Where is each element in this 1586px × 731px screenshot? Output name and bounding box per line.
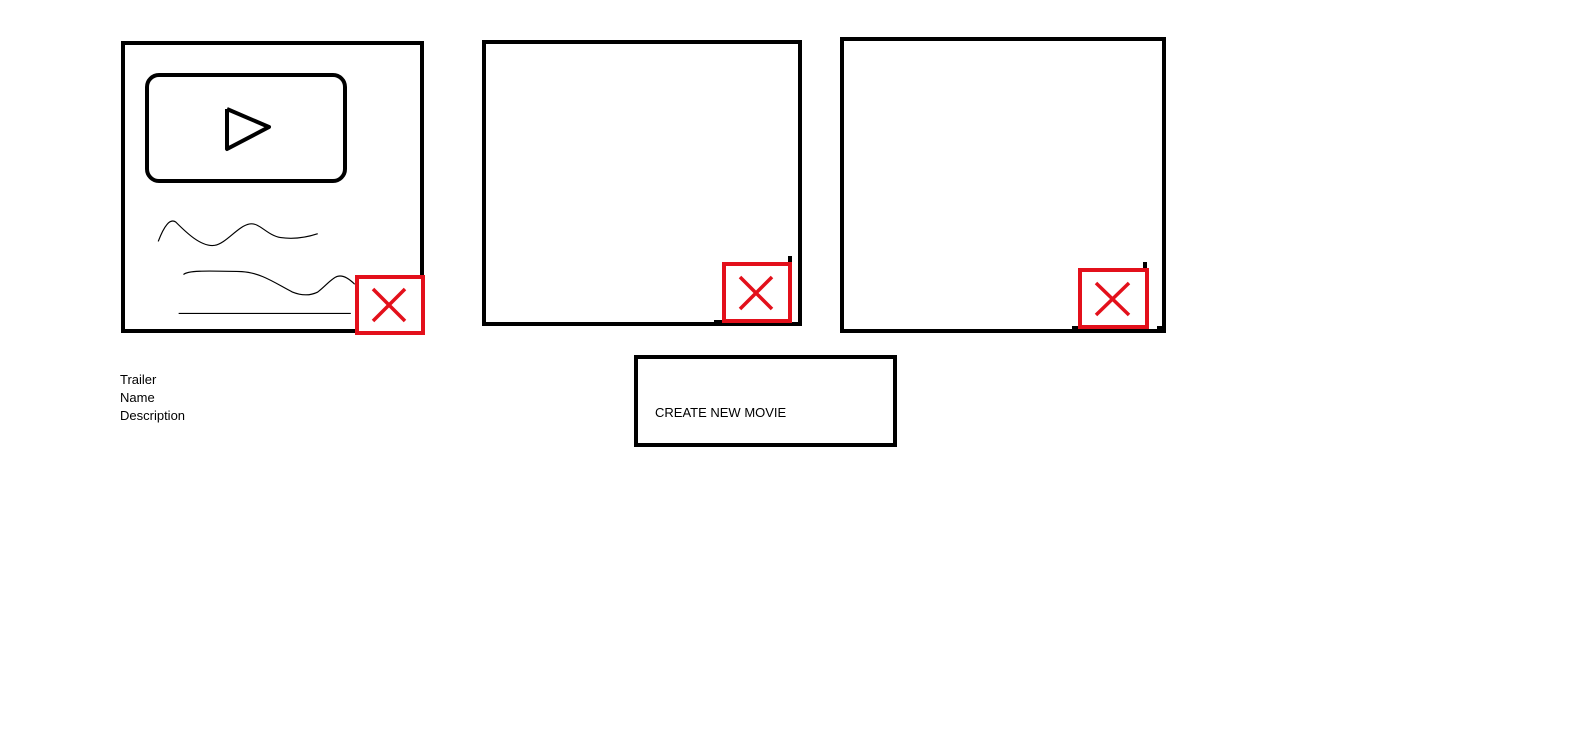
movie-card-1 <box>121 41 424 333</box>
close-icon <box>738 275 774 311</box>
card-corner-mark <box>1143 262 1147 270</box>
close-icon <box>371 287 407 323</box>
description-label: Description <box>120 408 186 423</box>
trailer-player[interactable] <box>145 73 347 183</box>
create-new-movie-label: CREATE NEW MOVIE <box>655 405 787 420</box>
card-corner-mark <box>1072 326 1080 330</box>
card-corner-mark <box>714 320 724 324</box>
trailer-label: Trailer <box>120 372 157 387</box>
name-label: Name <box>120 390 155 405</box>
delete-button[interactable] <box>722 262 792 323</box>
delete-button[interactable] <box>355 275 425 335</box>
card-corner-mark <box>788 256 792 266</box>
delete-button[interactable] <box>1078 268 1149 329</box>
play-icon[interactable] <box>221 103 277 155</box>
close-icon <box>1094 281 1131 317</box>
card-corner-mark <box>1157 326 1165 333</box>
create-new-movie-button[interactable]: CREATE NEW MOVIE <box>634 355 897 447</box>
movie-card-field-labels: Trailer Name Description <box>120 371 185 425</box>
